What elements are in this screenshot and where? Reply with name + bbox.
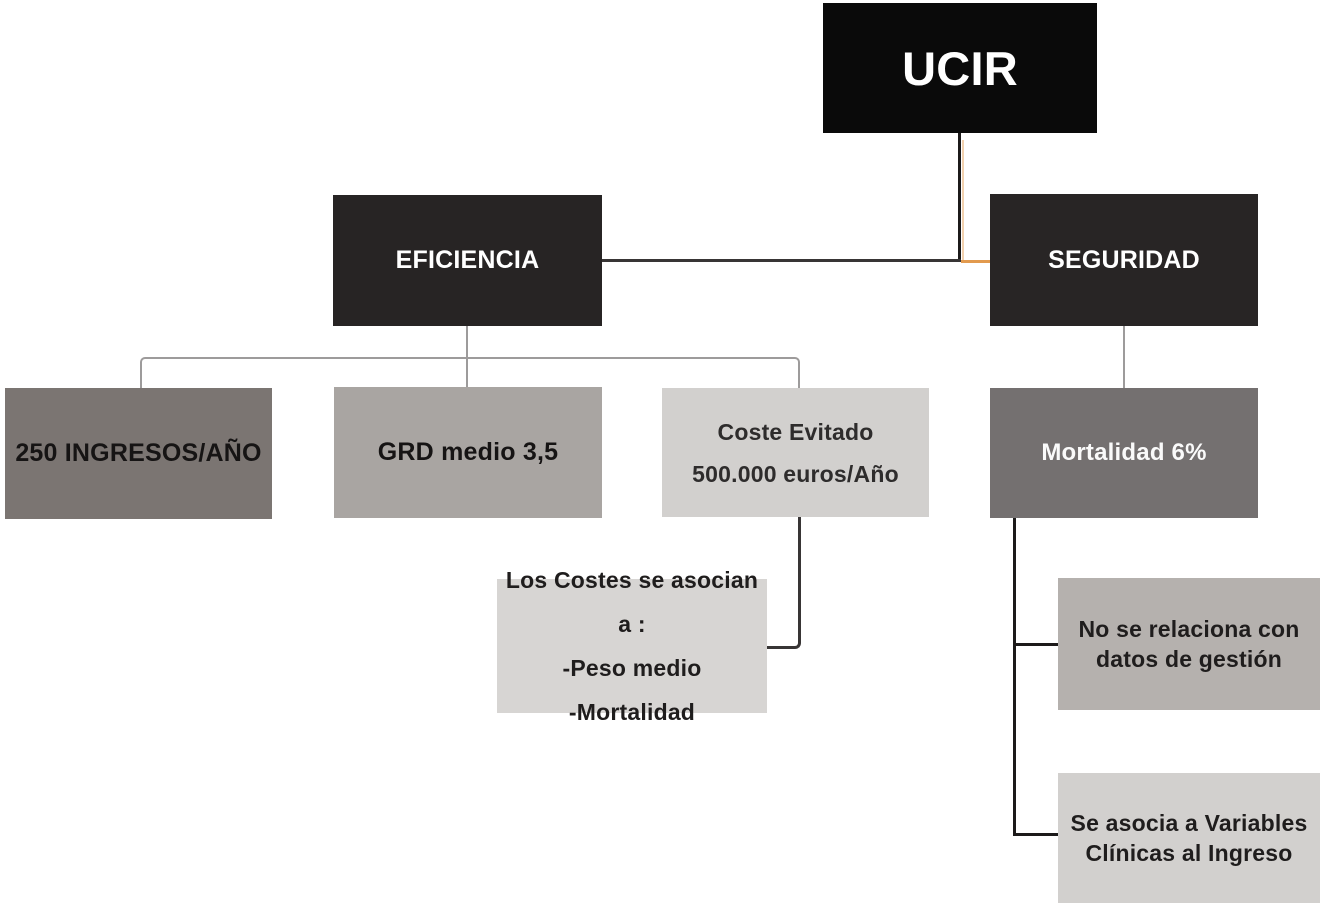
node-coste-evitado-line-1: Coste Evitado [717,418,874,445]
node-eficiencia: EFICIENCIA [333,195,602,326]
connector-mortalidad-branch-1 [1013,643,1058,646]
node-no-relacion-line-1: No se relaciona con [1078,616,1300,642]
connector-seguridad-drop [1123,326,1125,388]
node-costes-detalle-line-1: Los Costes se asocian a : [505,567,759,637]
node-asocia-variables: Se asocia a Variables Clínicas al Ingres… [1058,773,1320,903]
connector-eficiencia-children-bracket [140,357,800,390]
node-coste-evitado: Coste Evitado 500.000 euros/Año [662,388,929,517]
node-ucir: UCIR [823,3,1097,133]
node-eficiencia-label: EFICIENCIA [395,246,540,274]
connector-seguridad-orange-segment [961,260,990,263]
connector-ucir-vertical [958,133,961,261]
connector-eficiencia-drop [466,326,468,358]
connector-mortalidad-vertical [1013,518,1016,836]
node-costes-detalle-line-2: -Peso medio [562,655,702,681]
node-asocia-line-1: Se asocia a Variables [1070,810,1308,836]
node-ucir-label: UCIR [902,41,1018,95]
node-seguridad: SEGURIDAD [990,194,1258,326]
node-costes-detalle-line-3: -Mortalidad [568,699,696,725]
node-coste-evitado-line-2: 500.000 euros/Año [692,460,899,487]
node-ingresos-ano-label: 250 INGRESOS/AÑO [15,439,262,467]
connector-eficiencia-middle-stub [466,358,468,388]
connector-ucir-vertical-orange [962,140,964,260]
connector-eficiencia-seguridad-horizontal [602,259,961,262]
node-ingresos-ano: 250 INGRESOS/AÑO [5,388,272,519]
node-grd-medio-label: GRD medio 3,5 [377,438,559,466]
connector-coste-elbow [767,517,801,649]
connector-mortalidad-branch-2 [1013,833,1058,836]
node-no-relacion-line-2: datos de gestión [1096,646,1282,672]
node-grd-medio: GRD medio 3,5 [334,387,602,518]
node-mortalidad-label: Mortalidad 6% [1041,439,1207,466]
node-seguridad-label: SEGURIDAD [1048,245,1200,274]
node-no-relacion-gestion: No se relaciona con datos de gestión [1058,578,1320,710]
node-costes-detalle: Los Costes se asocian a : -Peso medio -M… [497,567,767,725]
node-mortalidad: Mortalidad 6% [990,388,1258,518]
node-asocia-line-2: Clínicas al Ingreso [1085,840,1293,866]
